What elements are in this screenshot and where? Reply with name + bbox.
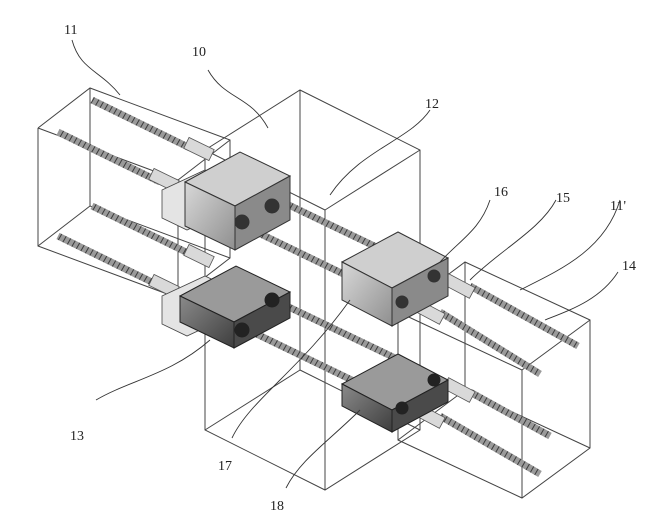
label-18: 18 bbox=[270, 499, 284, 514]
block-upper-left bbox=[183, 151, 292, 251]
leader-lines bbox=[71, 39, 621, 489]
block-lower-right bbox=[340, 353, 450, 433]
label-12: 12 bbox=[425, 97, 439, 112]
reference-labels: 11 10 12 16 15 11' 14 13 17 18 bbox=[64, 23, 636, 514]
label-11-prime: 11' bbox=[610, 199, 626, 214]
label-17: 17 bbox=[218, 459, 232, 474]
label-15: 15 bbox=[556, 191, 570, 206]
left-threaded-rods bbox=[56, 96, 192, 290]
label-11: 11 bbox=[64, 23, 77, 38]
label-16: 16 bbox=[494, 185, 508, 200]
label-10: 10 bbox=[192, 45, 206, 60]
label-13: 13 bbox=[70, 429, 84, 444]
right-threaded-rods bbox=[438, 282, 580, 478]
block-lower-left bbox=[178, 265, 292, 349]
block-upper-right bbox=[340, 231, 450, 327]
label-14: 14 bbox=[622, 259, 636, 274]
